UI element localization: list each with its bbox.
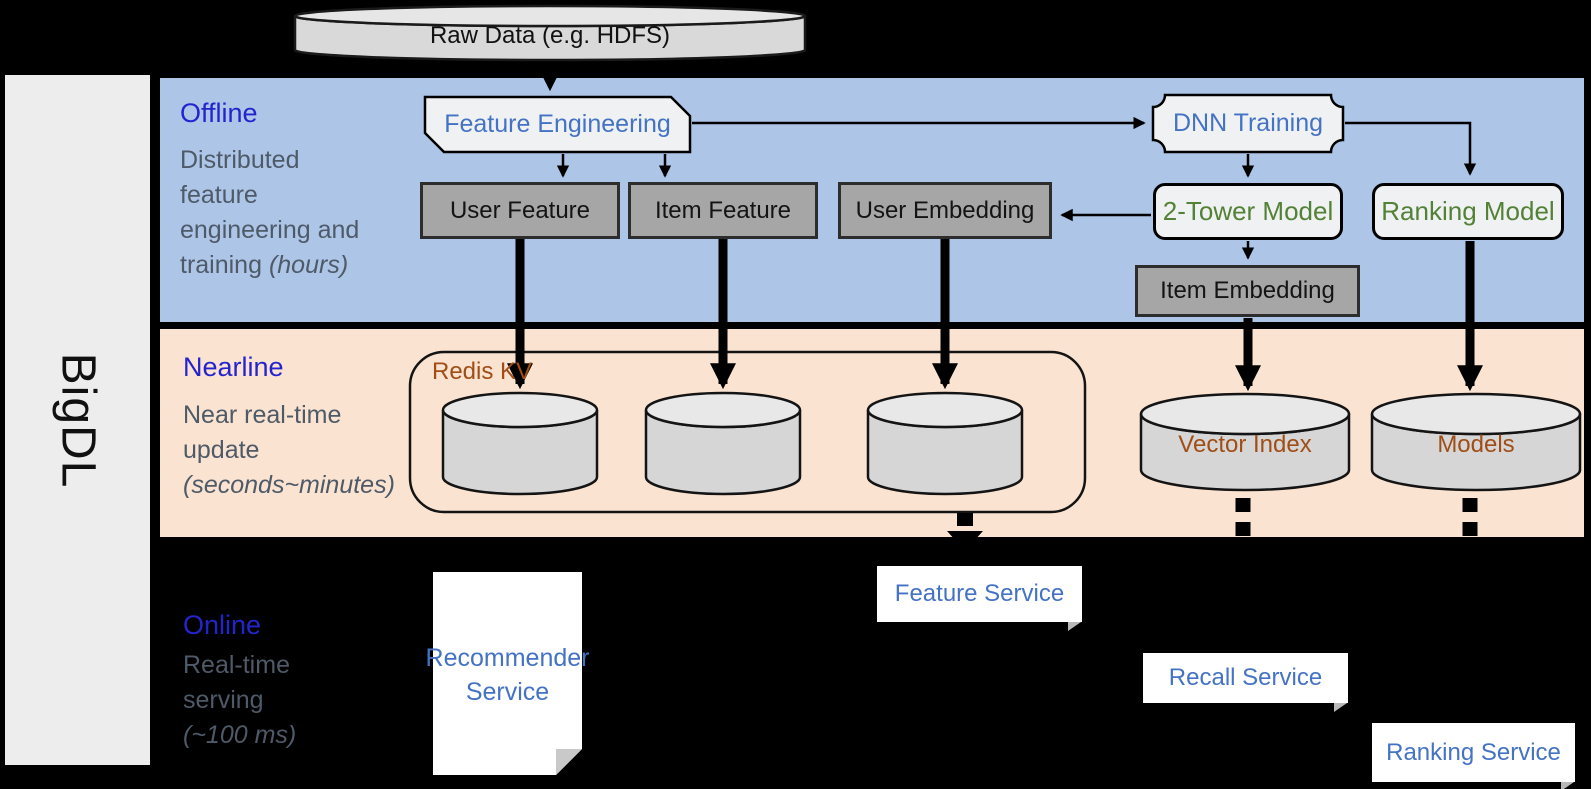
vector-index-cylinder: [1139, 392, 1351, 492]
two-tower-model-node: 2-Tower Model: [1153, 183, 1343, 240]
redis-kv-label: Redis KV: [432, 358, 533, 385]
redis-kv-container: [408, 350, 1087, 514]
offline-desc-line: feature: [180, 181, 258, 209]
feature-engineering-node: Feature Engineering: [425, 97, 690, 152]
nearline-desc-line: update: [183, 436, 260, 464]
item-feature-label: Item Feature: [654, 196, 792, 224]
user-feature-label: User Feature: [449, 196, 591, 224]
recommender-service-node: Recommender Service: [426, 635, 590, 715]
user-embedding-node: User Embedding: [838, 182, 1052, 239]
ranking-model-node: Ranking Model: [1372, 183, 1564, 240]
ranking-model-label: Ranking Model: [1381, 196, 1555, 226]
online-desc-line: serving: [183, 686, 264, 714]
offline-desc-line: Distributed: [180, 146, 300, 174]
dnn-training-node: DNN Training: [1153, 95, 1343, 152]
dnn-training-label: DNN Training: [1172, 109, 1324, 137]
recommender-service-document: [433, 572, 582, 775]
feature-engineering-shape: [423, 95, 692, 154]
redis-cylinder-3: [866, 391, 1024, 496]
offline-section-description: Distributed feature engineering and trai…: [180, 143, 380, 283]
nearline-section-label: Nearline: [183, 352, 284, 382]
two-tower-model-label: 2-Tower Model: [1162, 196, 1334, 226]
recommender-service-label: Recommender Service: [425, 644, 590, 706]
vector-index-text: Vector Index: [1178, 431, 1312, 458]
ranking-service-label: Ranking Service: [1386, 738, 1561, 766]
online-section-description: Real-time serving (~100 ms): [183, 648, 403, 753]
arrow-dnn-training-to-ranking-model: [1345, 121, 1477, 176]
raw-data-node: Raw Data (e.g. HDFS): [320, 20, 780, 52]
feature-service-label: Feature Service: [894, 580, 1065, 607]
ranking-service-node: Ranking Service: [1372, 723, 1575, 789]
offline-desc-line: engineering and: [180, 216, 360, 244]
nearline-desc-line: (seconds~minutes): [183, 471, 395, 499]
user-embedding-label: User Embedding: [855, 196, 1035, 224]
item-embedding-node: Item Embedding: [1135, 265, 1360, 317]
raw-data-cylinder: [293, 4, 807, 62]
raw-data-label: Raw Data (e.g. HDFS): [429, 22, 671, 49]
sidebar-brand: BigDL: [5, 75, 150, 765]
nearline-desc-line: Near real-time: [183, 401, 342, 429]
online-section-label: Online: [183, 610, 262, 640]
offline-desc-line: training (hours): [180, 251, 349, 279]
sidebar-panel: [5, 75, 150, 765]
recall-service-label: Recall Service: [1168, 664, 1323, 691]
models-label: Models: [1372, 425, 1580, 465]
feature-service-node: Feature Service: [877, 566, 1082, 631]
recall-service-node: Recall Service: [1143, 653, 1348, 712]
models-cylinder: [1370, 392, 1582, 492]
offline-section-label: Offline: [180, 98, 258, 128]
vector-index-label: Vector Index: [1141, 425, 1349, 465]
user-feature-node: User Feature: [420, 182, 620, 239]
nearline-section-description: Near real-time update (seconds~minutes): [183, 398, 403, 503]
item-embedding-label: Item Embedding: [1160, 277, 1335, 304]
bigdl-logo-text: BigDL: [50, 352, 104, 488]
online-desc-line: Real-time: [183, 651, 290, 679]
online-desc-line: (~100 ms): [183, 721, 297, 749]
item-feature-node: Item Feature: [628, 182, 818, 239]
feature-engineering-label: Feature Engineering: [444, 110, 671, 138]
dnn-training-shape: [1151, 93, 1345, 154]
redis-cylinder-2: [644, 391, 802, 496]
redis-cylinder-1: [441, 391, 599, 496]
dashed-arrow-redis-to-feature-service: [947, 513, 983, 551]
models-text: Models: [1437, 431, 1515, 458]
